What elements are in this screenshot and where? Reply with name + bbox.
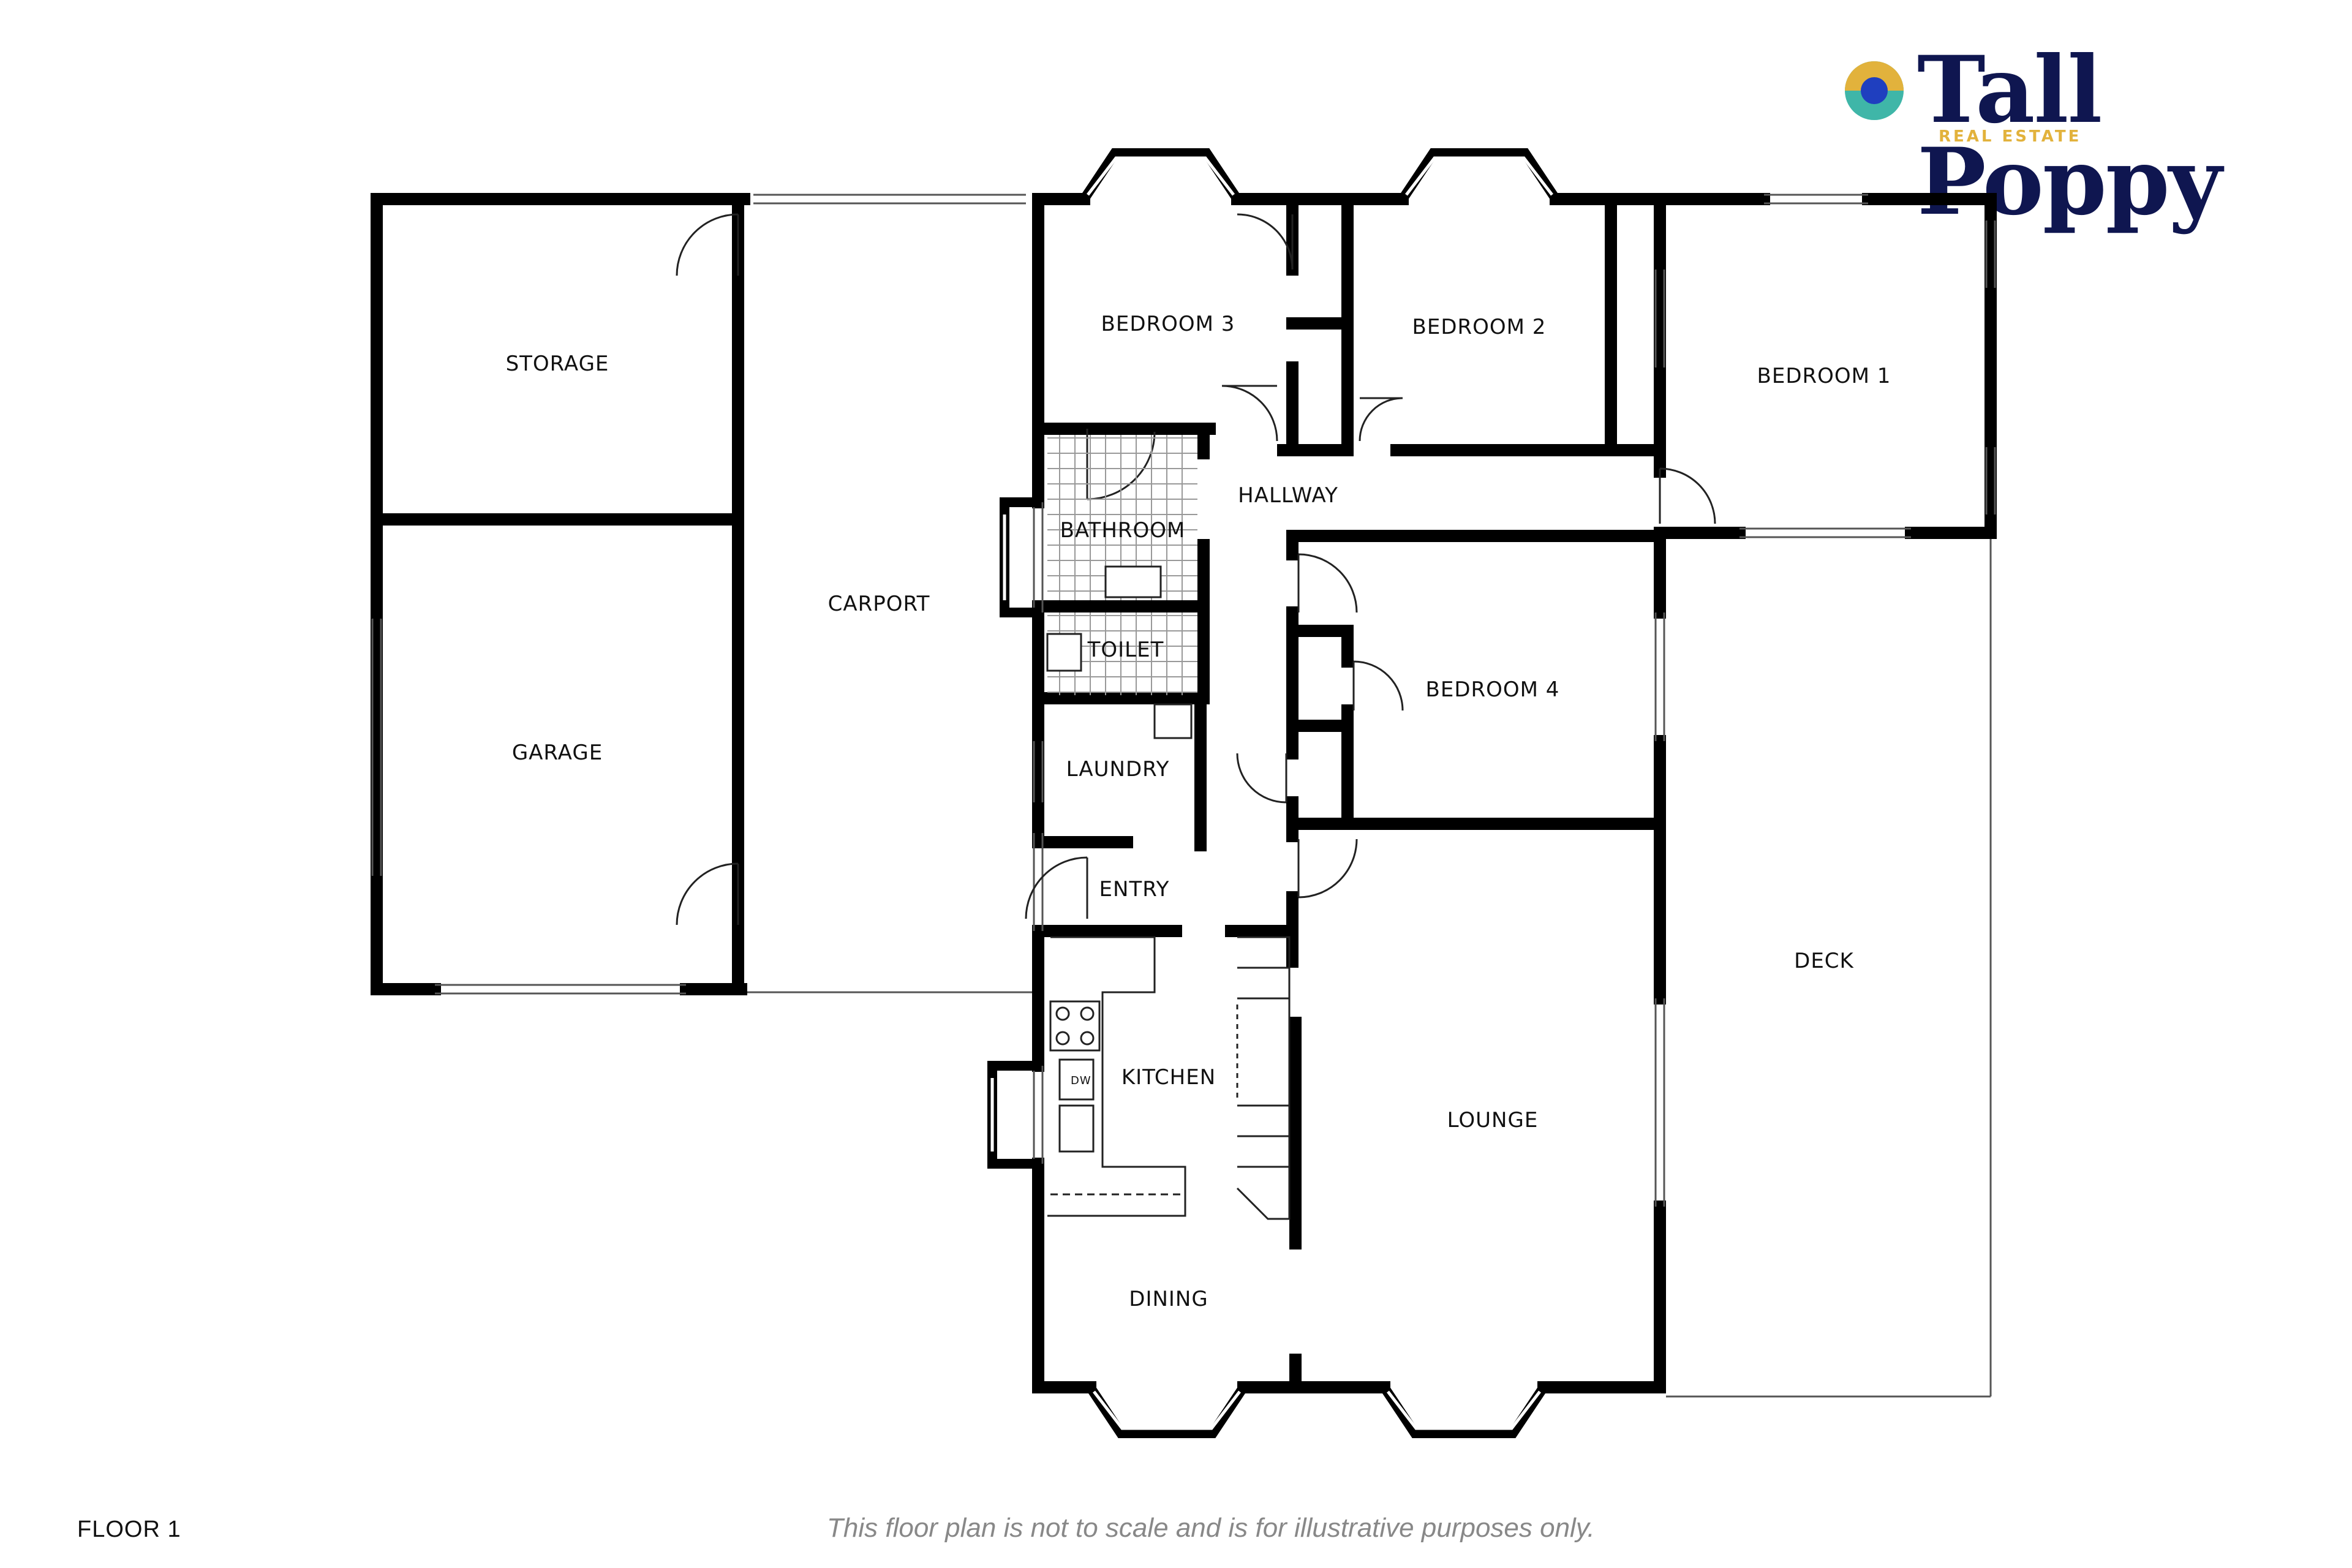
- room-entry: ENTRY: [1099, 877, 1170, 902]
- dishwasher-label: DW: [1071, 1074, 1091, 1087]
- brand-logo-icon: [1845, 61, 1904, 120]
- room-storage: STORAGE: [506, 352, 609, 376]
- room-labels: STORAGE GARAGE CARPORT BEDROOM 3 BEDROOM…: [506, 312, 1891, 1311]
- thin-outlines: [741, 539, 1992, 1398]
- windows: [371, 194, 1996, 1207]
- room-garage: GARAGE: [512, 741, 603, 765]
- laundry-tub: [1153, 703, 1193, 739]
- disclaimer: This floor plan is not to scale and is f…: [827, 1513, 1595, 1543]
- room-laundry: LAUNDRY: [1066, 757, 1170, 782]
- room-bathroom: BATHROOM: [1060, 518, 1186, 543]
- kitchen-sink: [1058, 1104, 1095, 1153]
- bay-window-glass: [990, 156, 1553, 1430]
- kitchen-bench: [1047, 936, 1291, 1220]
- fixtures: [1046, 565, 1193, 1153]
- room-bedroom2: BEDROOM 2: [1412, 315, 1547, 339]
- dishwasher: [1058, 1058, 1095, 1101]
- room-toilet: TOILET: [1087, 638, 1164, 662]
- room-bedroom3: BEDROOM 3: [1101, 312, 1235, 336]
- walls: [371, 193, 1997, 1393]
- tile-pattern: [1047, 435, 1197, 695]
- doors: [676, 213, 1716, 925]
- room-lounge: LOUNGE: [1447, 1108, 1539, 1133]
- floor-label: FLOOR 1: [77, 1517, 181, 1542]
- toilet-fixture: [1046, 633, 1082, 672]
- room-deck: DECK: [1794, 949, 1854, 973]
- vanity-basin: [1104, 565, 1162, 598]
- room-dining: DINING: [1129, 1287, 1208, 1311]
- brand-subtitle: REAL ESTATE: [1939, 127, 2082, 146]
- room-kitchen: KITCHEN: [1121, 1065, 1216, 1090]
- room-carport: CARPORT: [828, 592, 930, 616]
- room-bedroom4: BEDROOM 4: [1426, 677, 1560, 702]
- brand-name: Tall Poppy: [1917, 36, 2222, 236]
- bay-windows: [987, 148, 1560, 1438]
- room-hallway: HALLWAY: [1238, 483, 1338, 508]
- room-bedroom1: BEDROOM 1: [1757, 364, 1891, 388]
